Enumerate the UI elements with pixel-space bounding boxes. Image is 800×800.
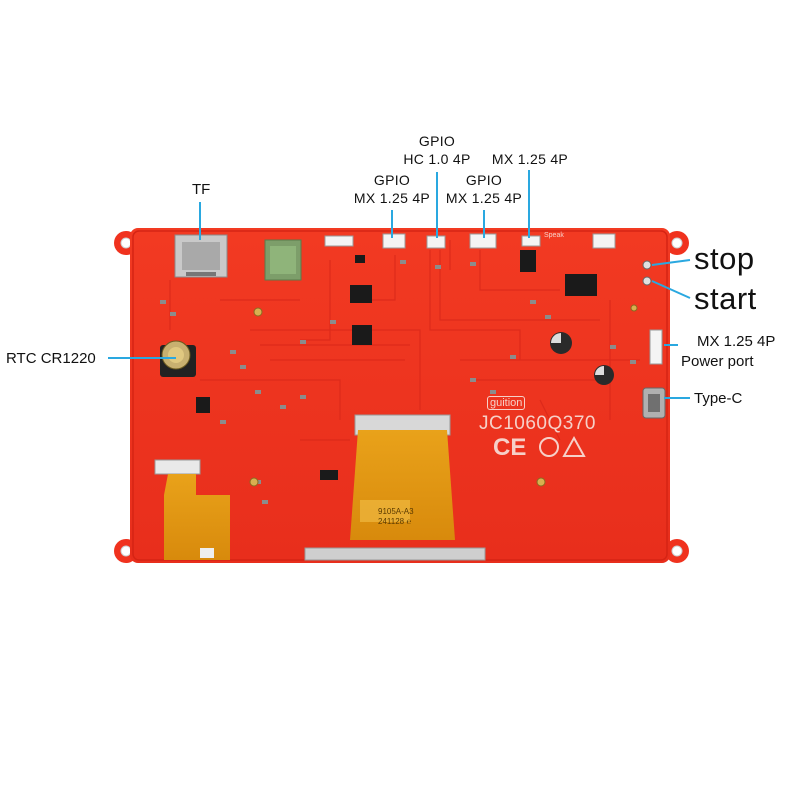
speaker-silkscreen: Speak — [544, 232, 564, 239]
power-port-label-line1: MX 1.25 4P — [697, 333, 776, 350]
gpio-right-label-line1: GPIO — [465, 172, 503, 188]
speaker-connector-label: MX 1.25 4P — [491, 151, 569, 167]
brand-logo-text: guition — [487, 396, 526, 410]
power-connectors — [642, 329, 666, 419]
buttons — [642, 260, 652, 286]
wireless-module — [264, 239, 302, 281]
gpio-left-label-line2: MX 1.25 4P — [353, 190, 431, 206]
fpc-ribbon — [304, 414, 486, 561]
leader-lines — [108, 170, 691, 399]
top-connectors — [324, 233, 616, 249]
gpio-left-label-line1: GPIO — [373, 172, 411, 188]
rtc-label: RTC CR1220 — [6, 350, 96, 367]
gpio-mid-label-line1: GPIO — [418, 133, 456, 149]
gpio-right-label-line2: MX 1.25 4P — [445, 190, 523, 206]
tf-card-slot — [174, 234, 228, 278]
gpio-mid-label-line2: HC 1.0 4P — [403, 151, 471, 167]
fpc-code-1: 9105A-A3 — [378, 507, 414, 516]
stop-label: stop — [694, 241, 755, 276]
capacitors — [550, 332, 614, 385]
fpc-code-2: 241128 ℮ — [378, 517, 412, 526]
touch-fpc — [154, 459, 230, 560]
rtc-battery-holder — [160, 340, 196, 377]
start-label: start — [694, 281, 757, 316]
cert-marks — [539, 435, 586, 457]
type-c-label: Type-C — [694, 390, 743, 407]
passives — [160, 260, 636, 504]
tf-label: TF — [192, 181, 211, 198]
power-port-label-line2: Power port — [681, 353, 754, 370]
test-pads — [249, 304, 638, 487]
ce-mark: CE — [493, 434, 527, 461]
model-number: JC1060Q370 — [479, 413, 596, 434]
